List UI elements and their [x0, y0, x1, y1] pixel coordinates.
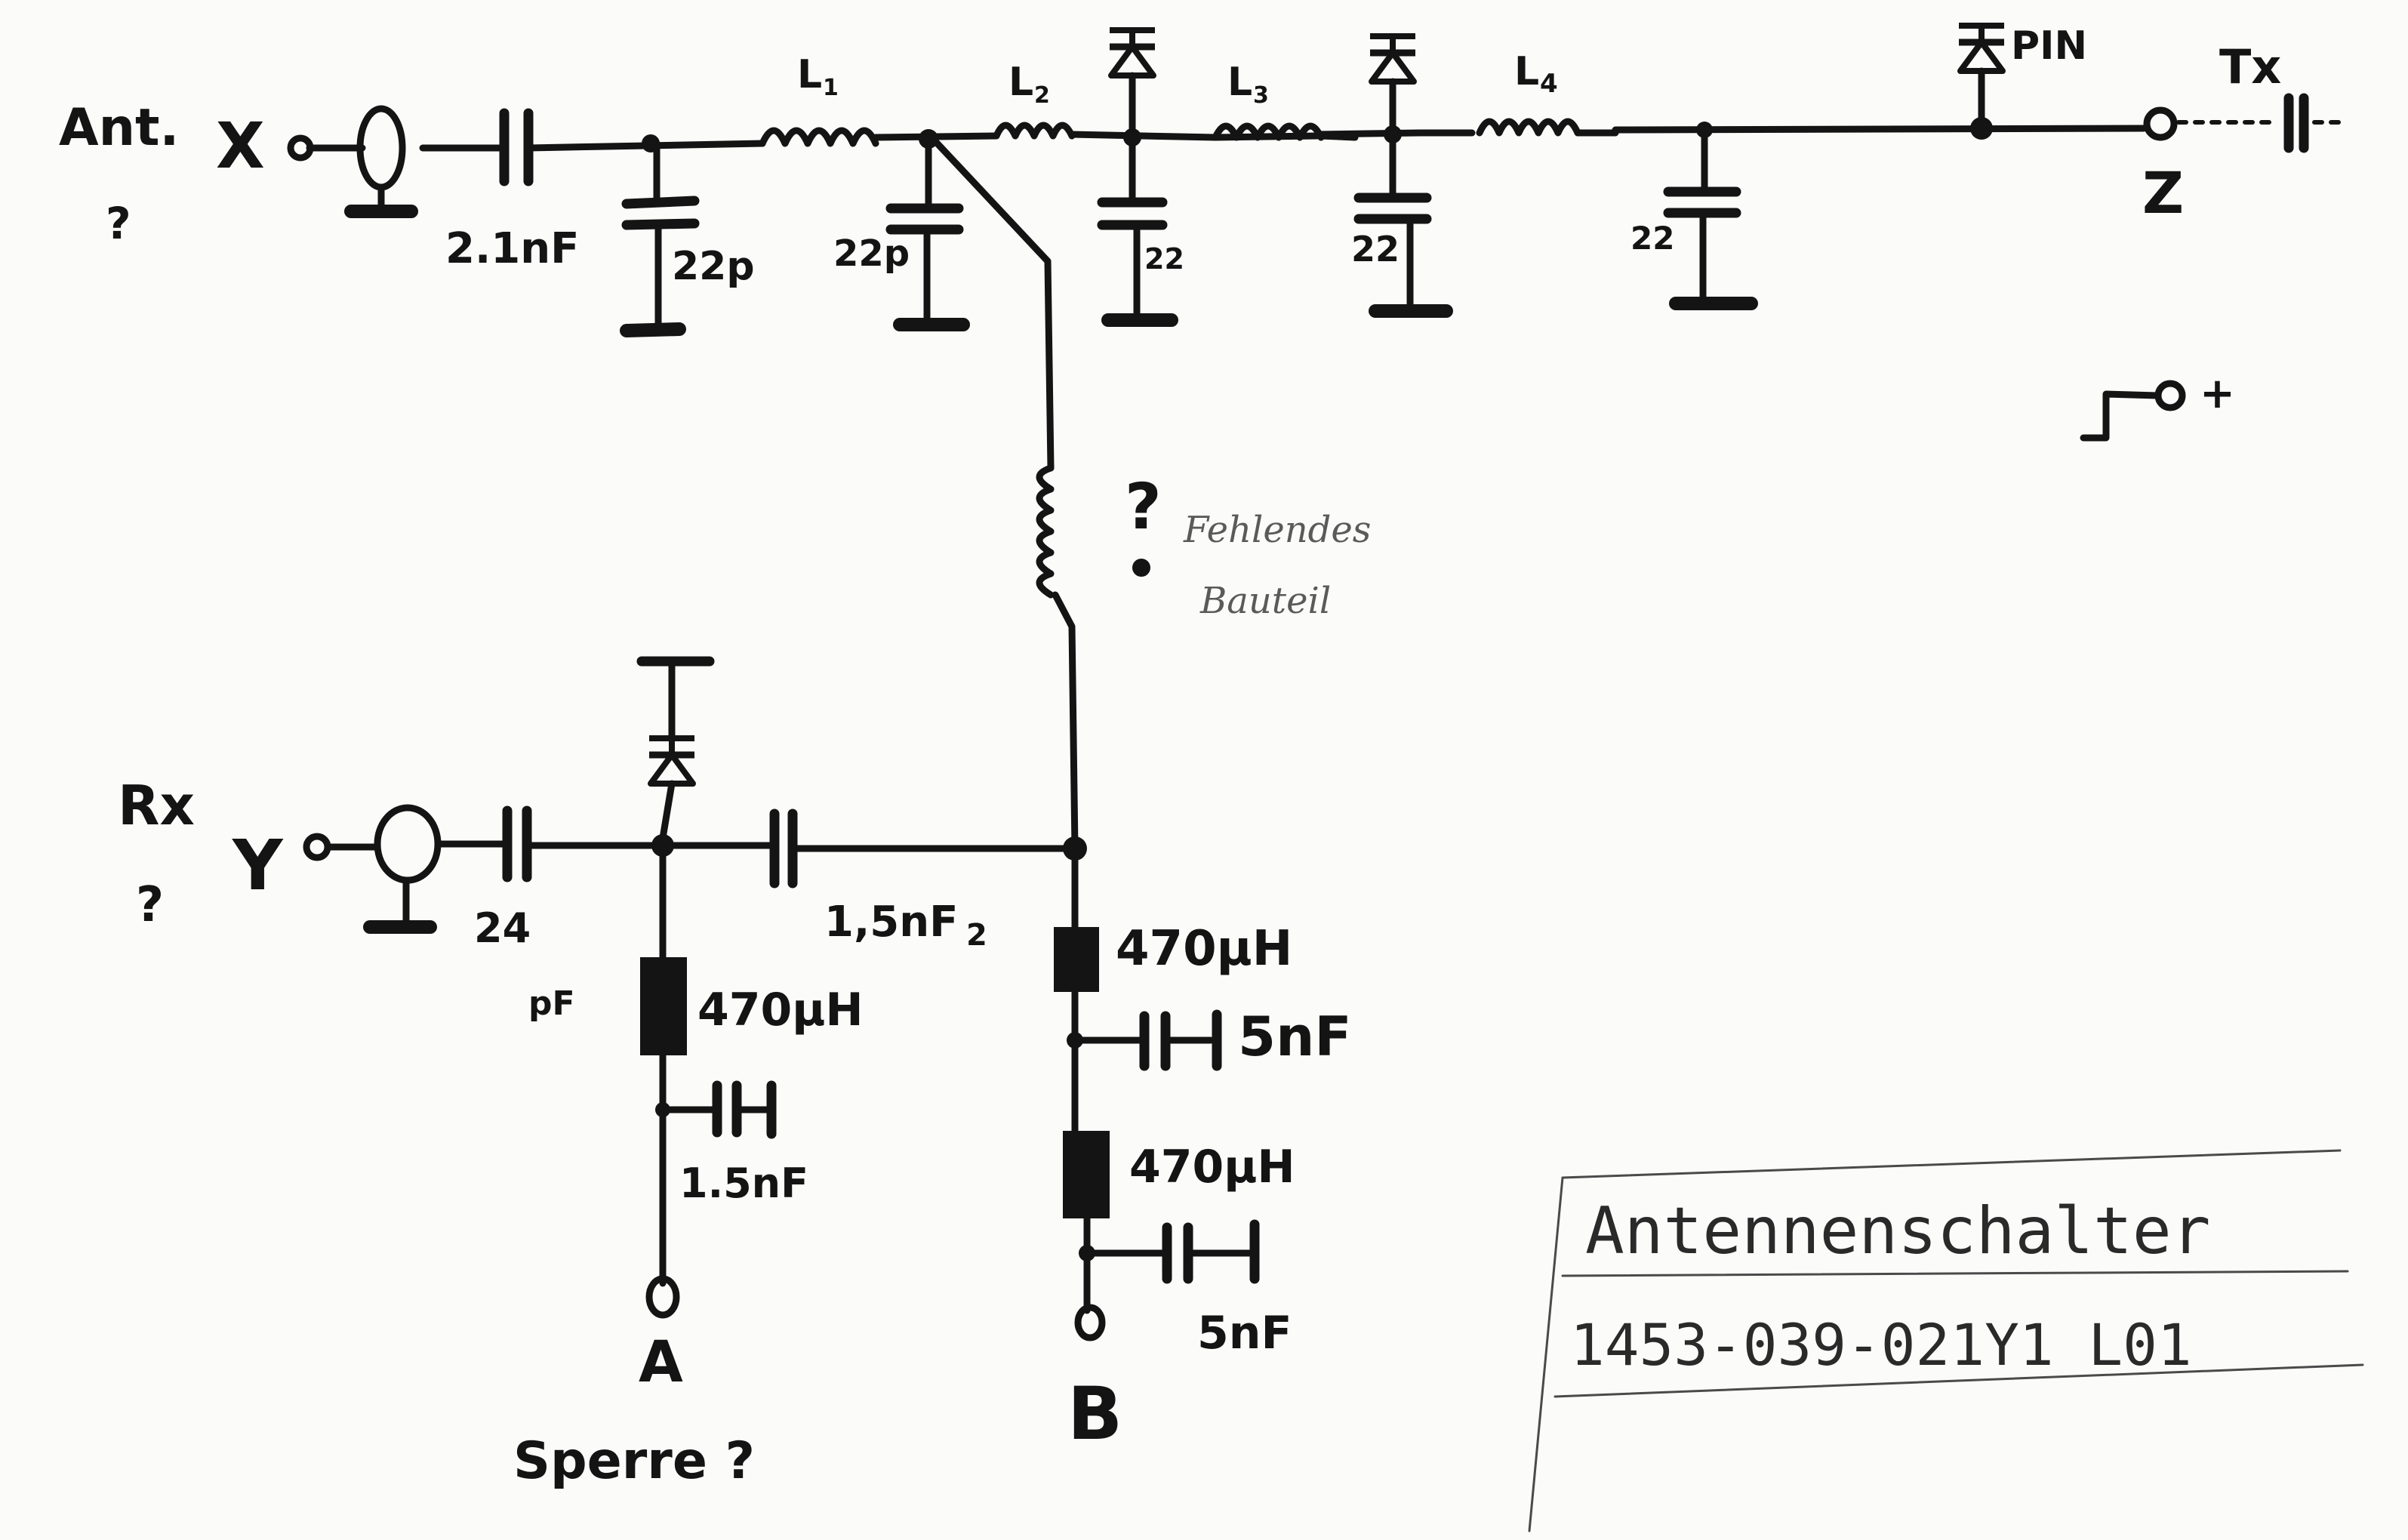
rx-question: ?	[136, 877, 164, 933]
coax-ground-ring	[356, 105, 406, 191]
shunt-diode-2	[1353, 36, 1453, 318]
rx-label: Rx	[118, 774, 195, 837]
l2-sub: 2	[1034, 82, 1050, 109]
l3-label: L	[1227, 60, 1252, 105]
capacitor-ant	[499, 108, 534, 186]
port-b-label: B	[1067, 1372, 1122, 1456]
pin-label: PIN	[2011, 23, 2087, 69]
port-z-terminal	[2143, 106, 2178, 141]
port-a-terminal	[645, 1275, 680, 1319]
choke-a-label: 470μH	[697, 984, 864, 1036]
cap2-label: 22p	[833, 233, 910, 275]
port-a-label: A	[639, 1328, 683, 1395]
inductor-l1	[759, 127, 879, 147]
port-y-label: Y	[232, 825, 284, 906]
missing-note-1: Fehlendes	[1183, 509, 1371, 551]
coax-ground-ring	[374, 804, 442, 884]
port-x-label: X	[216, 109, 265, 183]
l3-sub: 3	[1253, 82, 1269, 109]
branch-b	[1054, 845, 1260, 1341]
inductor-l2	[993, 122, 1076, 140]
cap-b2-label: 5nF	[1197, 1307, 1292, 1360]
l4-label: L	[1514, 49, 1539, 94]
shunt-capacitor-5	[1663, 122, 1758, 310]
rx-node	[636, 656, 774, 857]
missing-question: ?	[1125, 470, 1162, 544]
branch-to-rx	[929, 135, 1079, 852]
plus-label: +	[2200, 369, 2235, 418]
ant-label: Ant.	[59, 98, 179, 158]
port-b-terminal	[1074, 1304, 1106, 1341]
top-rf-path	[306, 125, 2148, 152]
title-line-1: Antennenschalter	[1585, 1194, 2210, 1269]
inductor-l4	[1476, 118, 1581, 137]
tx-port	[2143, 93, 2350, 153]
missing-note-2: Bauteil	[1199, 580, 1331, 622]
title-block	[1528, 1149, 2364, 1532]
port-z-label: Z	[2142, 159, 2184, 226]
ant-question: ?	[106, 198, 131, 249]
l1-label: L	[797, 52, 822, 97]
branch-a	[640, 842, 777, 1319]
cap-mid-sub: 2	[966, 918, 987, 953]
cap-mid-label: 1,5nF	[824, 898, 958, 947]
shunt-capacitor-1	[620, 134, 700, 337]
capacitor-rx	[502, 805, 667, 882]
title-line-2: 1453-039-021Y1 L01	[1570, 1311, 2192, 1378]
cap5-label: 22	[1630, 220, 1674, 257]
choke-b1-label: 470μH	[1116, 921, 1292, 977]
cap-a-label: 1.5nF	[679, 1160, 808, 1207]
capacitor-mid	[769, 808, 1087, 889]
shunt-diode-1	[1097, 30, 1178, 327]
inductor-l3	[1212, 122, 1325, 141]
cap3-label: 22	[1144, 242, 1184, 276]
choke-a	[640, 957, 687, 1055]
cap-rx-unit: pF	[528, 984, 575, 1023]
l2-label: L	[1008, 60, 1033, 105]
rx-port	[303, 804, 511, 934]
l1-sub: 1	[823, 75, 839, 101]
choke-b2	[1063, 1131, 1110, 1218]
ground-icon	[620, 322, 686, 337]
supply-terminal	[2080, 380, 2186, 442]
cap1-label: 22p	[672, 244, 755, 289]
tx-label: Tx	[2219, 39, 2281, 94]
choke-b1	[1054, 927, 1099, 992]
pin-diode	[1959, 26, 2004, 140]
cap-b1-label: 5nF	[1238, 1005, 1352, 1068]
cap-ant-label: 2.1nF	[445, 224, 579, 273]
l4-sub: 4	[1540, 69, 1558, 99]
sperre-label: Sperre ?	[513, 1431, 755, 1491]
choke-b2-label: 470μH	[1129, 1141, 1295, 1194]
cap-rx-label: 24	[474, 904, 531, 952]
antenna-port	[287, 105, 418, 218]
missing-part-dot	[1132, 559, 1150, 577]
cap4-label: 22	[1351, 229, 1400, 270]
port-x-terminal	[287, 134, 314, 162]
